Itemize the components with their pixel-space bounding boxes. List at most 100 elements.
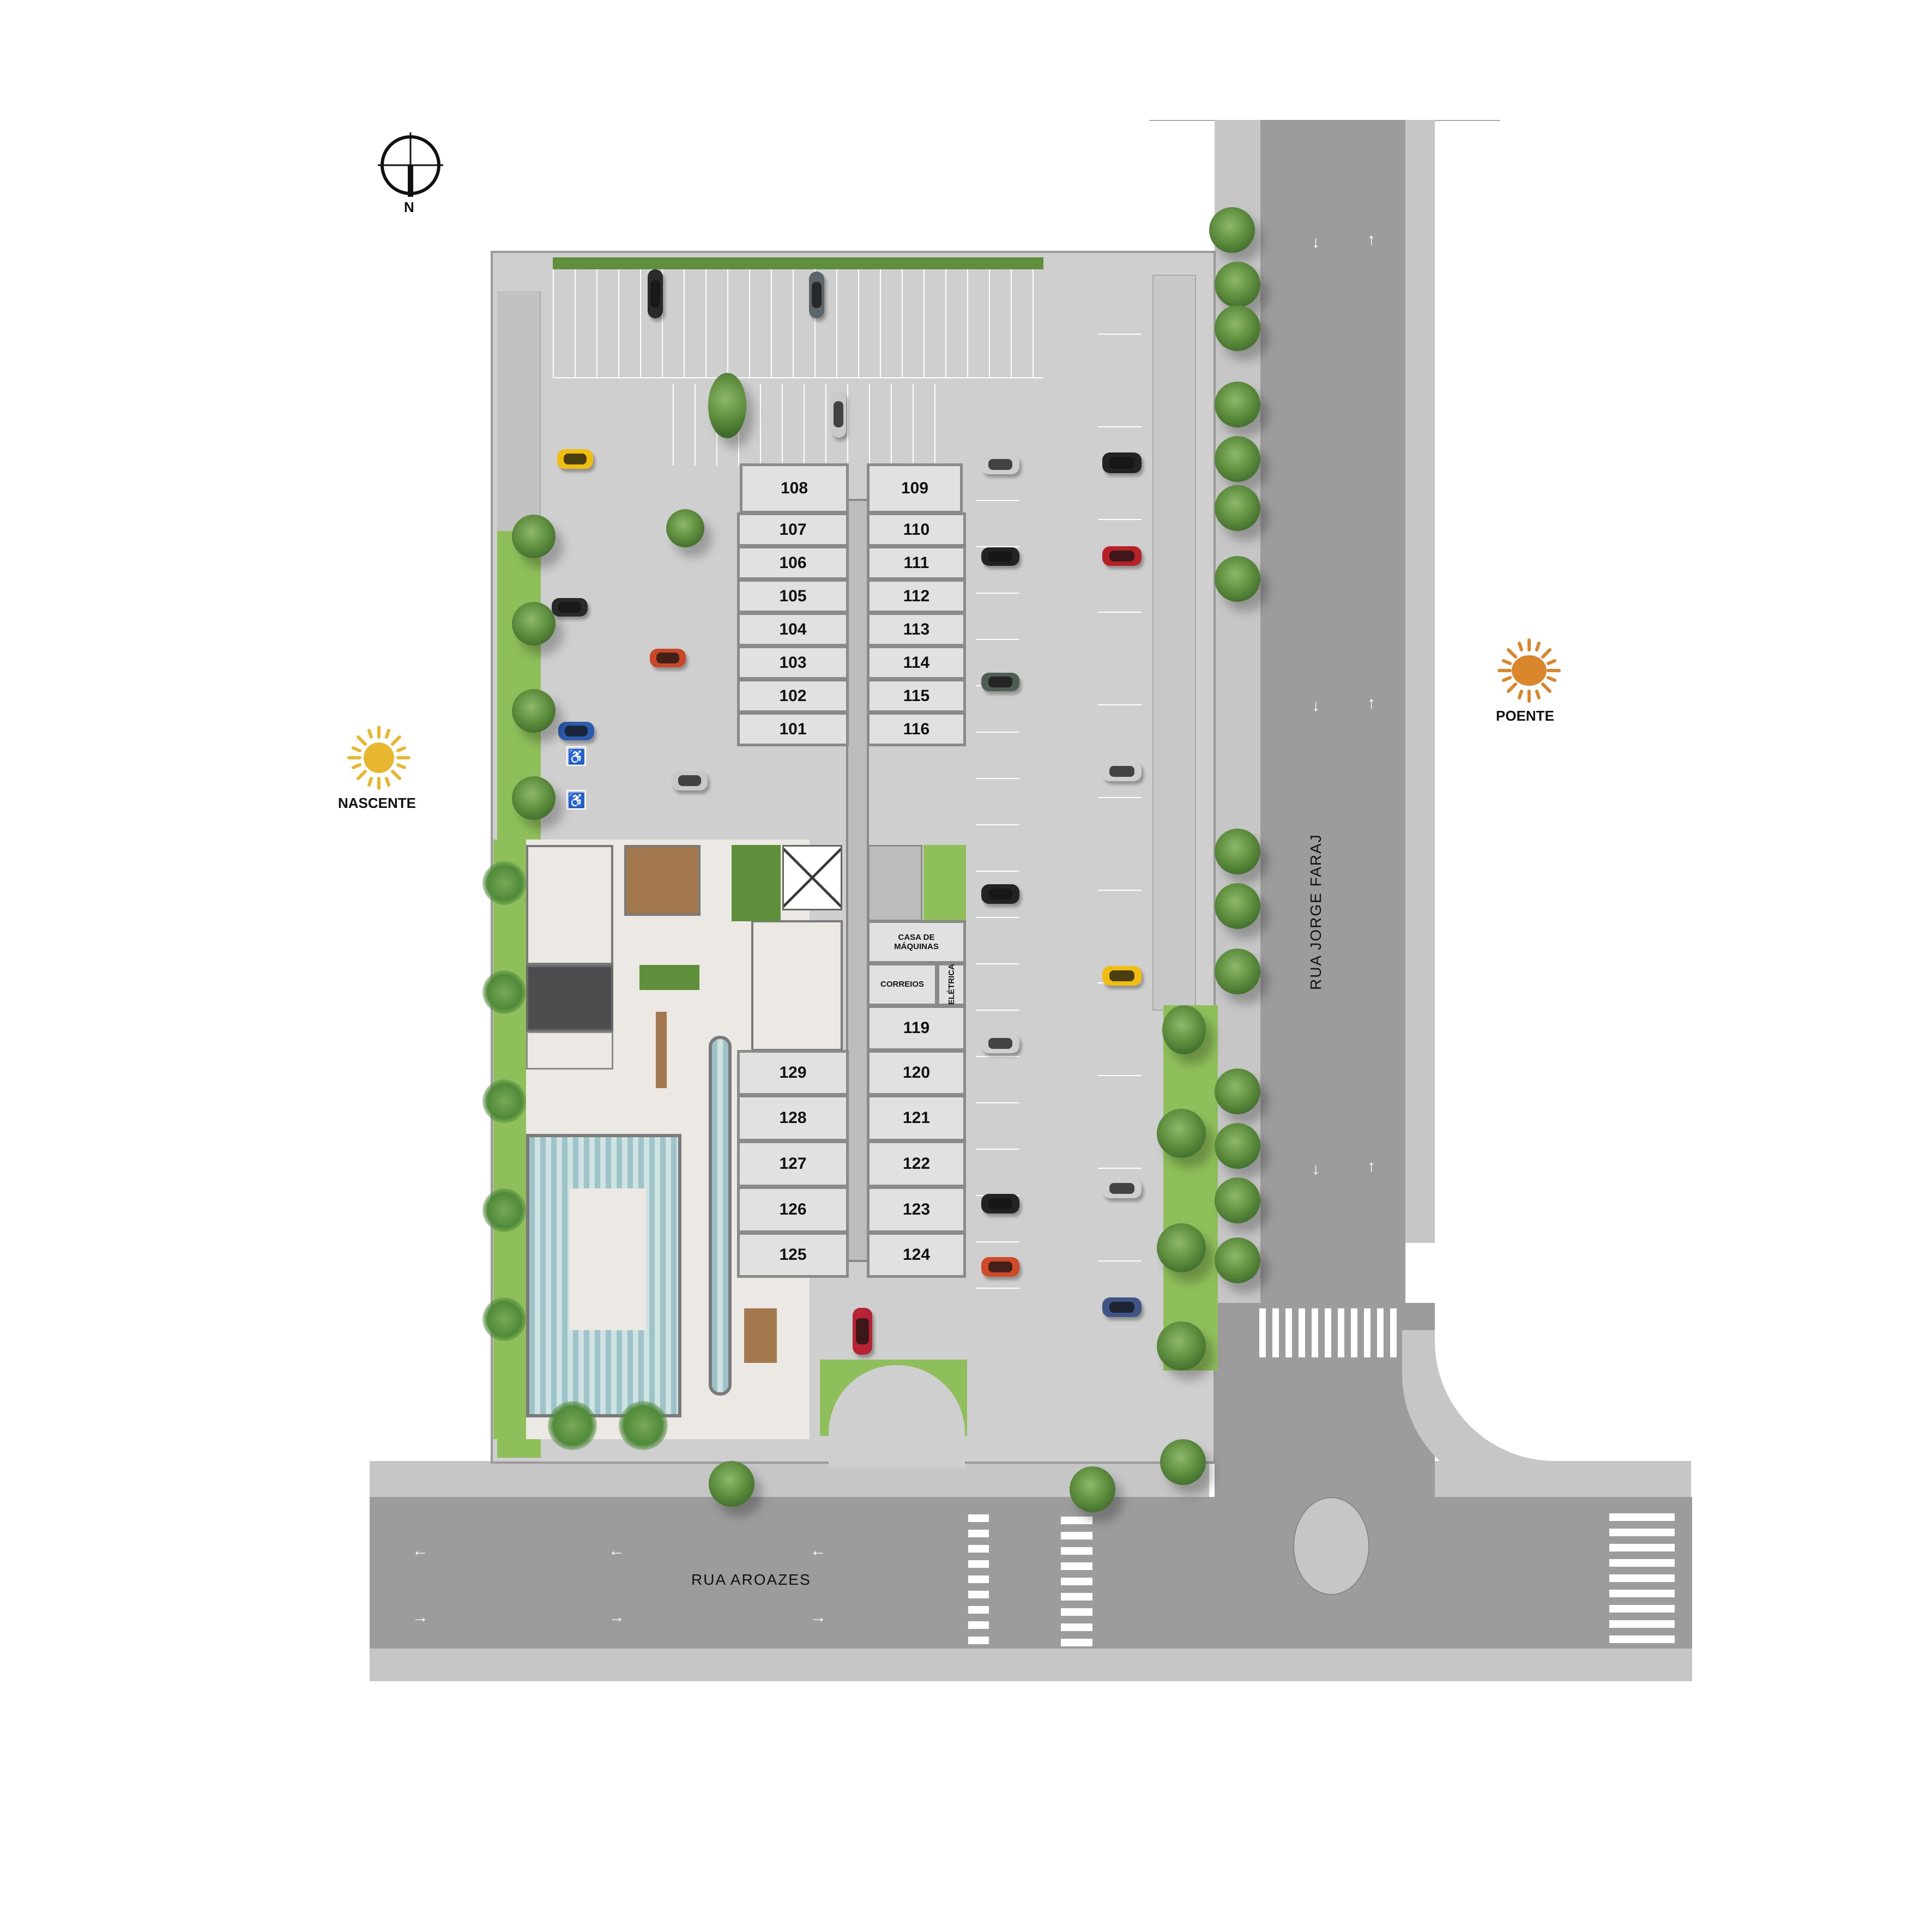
palm-tree — [482, 970, 526, 1014]
unit-112: 112 — [867, 579, 966, 613]
sun-icon — [347, 726, 410, 790]
car-dark-green — [981, 673, 1019, 691]
unit-121: 121 — [867, 1095, 966, 1142]
unit-105: 105 — [737, 579, 849, 613]
unit-103: 103 — [737, 645, 849, 680]
unit-113: 113 — [867, 612, 966, 647]
unit-101: 101 — [737, 712, 849, 746]
central-corridor — [846, 499, 869, 1262]
sunrise-label: NASCENTE — [338, 795, 416, 811]
street-tree — [1215, 436, 1260, 482]
wood-deck-small — [744, 1308, 777, 1363]
restrooms — [526, 1031, 613, 1070]
sunset-label: POENTE — [1496, 708, 1554, 724]
tree — [1162, 1005, 1206, 1054]
crosswalk — [968, 1508, 989, 1644]
car-yellow — [557, 449, 593, 469]
unit-119: 119 — [867, 1005, 966, 1051]
unit-108: 108 — [740, 463, 849, 514]
street-tree — [1215, 1123, 1260, 1169]
lobby-garden — [732, 845, 781, 921]
leisure-area — [482, 840, 810, 1450]
arrow-left-icon: ← — [412, 1542, 428, 1560]
unit-104: 104 — [737, 612, 849, 647]
service-strip — [1152, 275, 1196, 1011]
palm-tree — [619, 1401, 668, 1450]
street-tree — [1215, 556, 1260, 602]
entry-ramp — [829, 1365, 965, 1469]
north-arrow-icon — [378, 132, 443, 197]
arrow-right-icon: → — [608, 1608, 625, 1626]
arrow-up-icon: ↑ — [1367, 1157, 1375, 1175]
north-label: N — [404, 199, 414, 215]
crosswalk — [1061, 1516, 1092, 1646]
arrow-up-icon: ↑ — [1367, 231, 1375, 249]
water-feature — [709, 1036, 732, 1396]
unit-120: 120 — [867, 1050, 966, 1096]
deck-lounge — [624, 845, 701, 916]
unit-116: 116 — [867, 712, 966, 746]
arrow-right-icon: → — [810, 1608, 826, 1626]
electrical-room: ELÉTRICA — [937, 963, 966, 1006]
car-black — [648, 269, 663, 318]
carriageway — [1260, 120, 1405, 1308]
corner-curb-east — [1435, 1297, 1691, 1461]
street-tree — [1215, 305, 1260, 351]
parking-row-top — [553, 269, 1043, 378]
car-red-orange — [650, 649, 686, 667]
unit-128: 128 — [737, 1095, 849, 1142]
street-tree — [1209, 207, 1255, 253]
unit-123: 123 — [867, 1186, 966, 1233]
tree — [512, 776, 556, 820]
unit-111: 111 — [867, 546, 966, 580]
tree — [512, 689, 556, 733]
arrow-left-icon: ← — [810, 1542, 826, 1560]
sidewalk-east — [1405, 120, 1435, 1243]
pergola-bench — [656, 1012, 667, 1088]
street-name-aroazes: RUA AROAZES — [691, 1571, 811, 1588]
street-tree — [1215, 883, 1260, 929]
mail-room: CORREIOS — [867, 963, 938, 1006]
hedge-top — [553, 257, 1043, 269]
palm-tree — [482, 1079, 526, 1123]
tree — [708, 373, 746, 438]
unit-102: 102 — [737, 679, 849, 713]
sunset-marker: POENTE — [1488, 638, 1570, 730]
street-aroazes: ← ← ← → → → RUA AROAZES — [370, 1461, 1692, 1681]
arrow-down-icon: ↓ — [1312, 697, 1320, 715]
sidewalk-south — [370, 1649, 1692, 1681]
street-tree — [1215, 1178, 1260, 1223]
arrow-right-icon: → — [412, 1608, 428, 1626]
car-silver — [672, 771, 708, 790]
parking-column-inner — [976, 455, 1019, 1289]
street-tree — [1215, 262, 1260, 307]
unit-110: 110 — [867, 512, 966, 547]
car-black — [981, 884, 1019, 904]
unit-124: 124 — [867, 1232, 966, 1278]
car-silver — [981, 1034, 1019, 1053]
street-tree — [1215, 949, 1260, 994]
arrow-left-icon: ← — [608, 1542, 625, 1560]
palm-tree — [482, 861, 526, 905]
palm-tree — [482, 1188, 526, 1232]
sidewalk-north — [370, 1461, 1209, 1497]
car-black — [981, 547, 1019, 566]
car-black — [981, 1194, 1019, 1213]
street-name-jorge-faraj: RUA JORGE FARAJ — [1307, 834, 1324, 990]
unit-114: 114 — [867, 645, 966, 680]
car-silver — [981, 455, 1019, 474]
carriageway — [370, 1497, 1692, 1649]
crosswalk-north — [1259, 1308, 1402, 1357]
sunrise-marker: NASCENTE — [338, 725, 420, 818]
car-gray — [809, 271, 824, 318]
arrow-up-icon: ↑ — [1367, 694, 1375, 712]
car-red — [1102, 546, 1142, 566]
palm-tree — [482, 1297, 526, 1341]
tree — [666, 509, 704, 547]
unit-129: 129 — [737, 1050, 849, 1096]
unit-106: 106 — [737, 546, 849, 580]
car-silver — [831, 391, 846, 438]
elevator-shafts — [782, 845, 842, 910]
units-block: 108 107 106 105 104 103 102 101 109 110 … — [737, 463, 966, 1281]
crosswalk — [1609, 1510, 1675, 1643]
